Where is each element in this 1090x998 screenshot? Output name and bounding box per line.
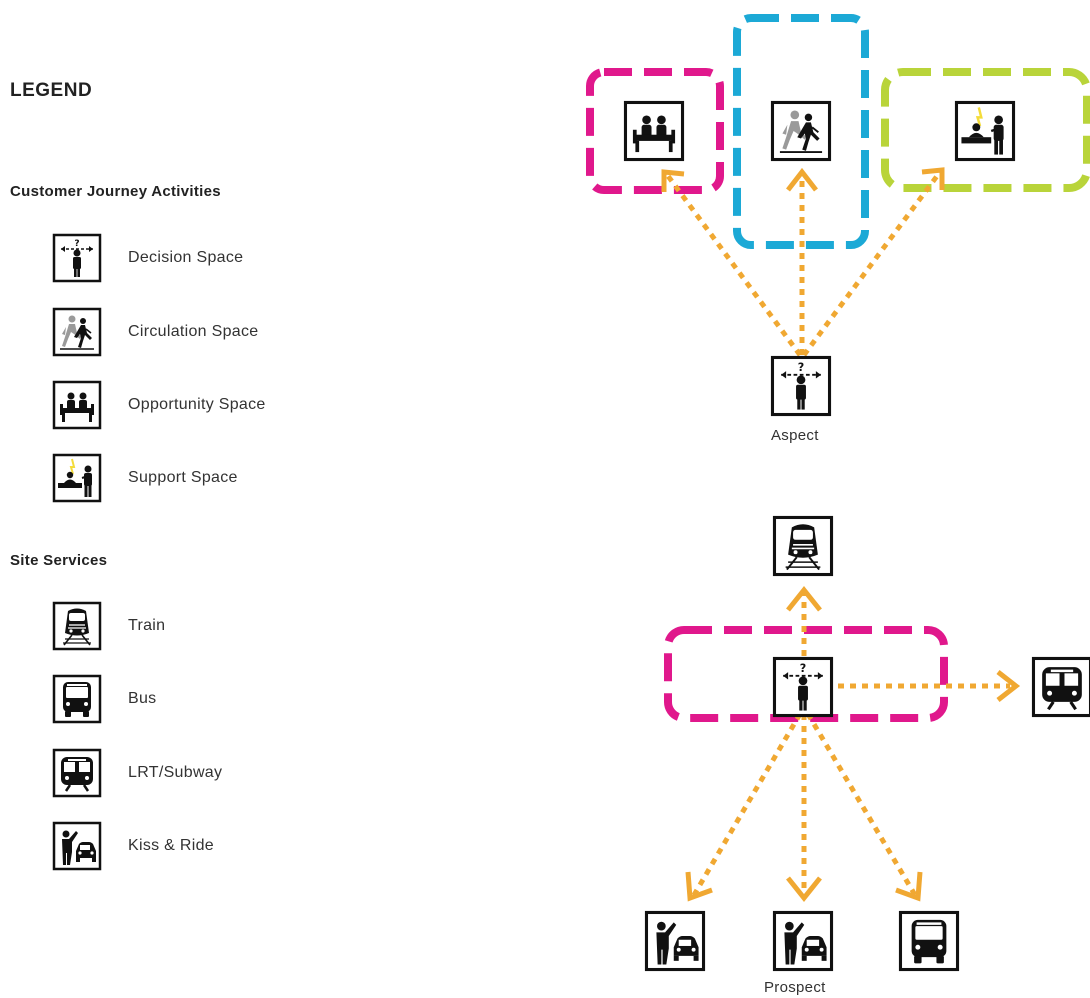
legend-item-circulation-space: Circulation Space bbox=[52, 307, 259, 357]
prospect-train-icon bbox=[772, 515, 834, 577]
legend-label-circulation-space: Circulation Space bbox=[128, 323, 259, 340]
prospect-arrow-kiss-left bbox=[691, 712, 803, 897]
prospect-label: Prospect bbox=[764, 979, 826, 996]
opportunity-zone-outline bbox=[586, 68, 724, 194]
aspect-arrow-opportunity bbox=[665, 174, 803, 357]
legend-label-decision-space: Decision Space bbox=[128, 249, 244, 266]
prospect-arrow-bus bbox=[805, 712, 918, 897]
diagram-support-space-icon bbox=[954, 100, 1016, 162]
diagram-circulation-space-icon bbox=[770, 100, 832, 162]
prospect-bus-icon bbox=[898, 910, 960, 972]
prospect-arrowhead-subway bbox=[996, 670, 1021, 702]
prospect-kiss-and-ride-icon-left bbox=[644, 910, 706, 972]
legend-item-kiss-and-ride: Kiss & Ride bbox=[52, 821, 214, 871]
prospect-kiss-and-ride-icon-center bbox=[772, 910, 834, 972]
aspect-arrowhead-circulation bbox=[786, 167, 818, 192]
journey-section-title: Customer Journey Activities bbox=[10, 183, 221, 200]
aspect-arrow-support bbox=[801, 170, 943, 357]
legend-item-opportunity-space: Opportunity Space bbox=[52, 380, 266, 430]
legend-label-bus: Bus bbox=[128, 690, 157, 707]
legend-item-decision-space: Decision Space bbox=[52, 233, 243, 283]
legend-item-support-space: Support Space bbox=[52, 453, 238, 503]
diagram-opportunity-space-icon bbox=[623, 100, 685, 162]
legend-title: LEGEND bbox=[10, 80, 93, 101]
services-section-title: Site Services bbox=[10, 552, 108, 569]
aspect-arrowhead-opportunity bbox=[661, 169, 685, 192]
legend-item-subway: LRT/Subway bbox=[52, 748, 222, 798]
legend-item-train: Train bbox=[52, 601, 165, 651]
legend-label-kiss-and-ride: Kiss & Ride bbox=[128, 837, 214, 854]
aspect-decision-space-icon bbox=[770, 355, 832, 417]
aspect-label: Aspect bbox=[771, 427, 819, 444]
legend-label-subway: LRT/Subway bbox=[128, 764, 223, 781]
prospect-arrowhead-bus bbox=[895, 871, 923, 902]
legend-label-support-space: Support Space bbox=[128, 469, 238, 486]
prospect-subway-icon bbox=[1031, 656, 1090, 718]
prospect-arrowhead-kiss-left bbox=[685, 871, 713, 902]
legend-label-opportunity-space: Opportunity Space bbox=[128, 396, 266, 413]
prospect-arrowhead-train bbox=[786, 585, 822, 612]
circulation-zone-outline bbox=[733, 14, 869, 249]
prospect-decision-space-icon bbox=[772, 656, 834, 718]
aspect-arrowhead-support bbox=[921, 167, 945, 190]
prospect-arrowhead-kiss-center bbox=[786, 876, 822, 903]
legend-label-train: Train bbox=[128, 617, 166, 634]
legend-item-bus: Bus bbox=[52, 674, 156, 724]
support-zone-outline bbox=[881, 68, 1090, 192]
